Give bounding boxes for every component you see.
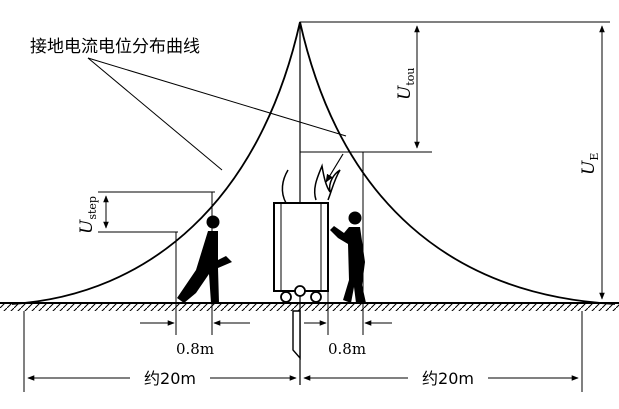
u-step-dimension: Ustep <box>77 191 215 234</box>
touching-person-icon <box>330 211 366 303</box>
step-distance-left: 0.8m <box>140 320 250 358</box>
walking-person-icon <box>177 215 232 303</box>
u-step-label: Ustep <box>77 196 99 234</box>
step-distance-right-label: 0.8m <box>328 340 366 358</box>
step-distance-right: 0.8m <box>304 320 392 358</box>
distance-right-label: 约20m <box>422 369 474 388</box>
title-leader-1 <box>87 57 223 171</box>
lightning-arc-icon <box>313 153 344 201</box>
ground <box>0 302 619 311</box>
electrical-equipment-icon <box>273 169 329 303</box>
distance-left-label: 约20m <box>144 369 196 388</box>
step-distance-left-label: 0.8m <box>176 340 214 358</box>
u-tou-dimension: Utou <box>300 25 432 153</box>
u-tou-label: Utou <box>395 68 417 100</box>
curve-title: 接地电流电位分布曲线 <box>30 37 200 57</box>
grounding-electrode-icon <box>292 310 301 360</box>
distance-dimension: 约20m 约20m <box>23 311 583 392</box>
u-e-dimension: UE <box>579 25 605 300</box>
u-e-label: UE <box>579 153 601 175</box>
title-leader-2 <box>87 57 347 137</box>
